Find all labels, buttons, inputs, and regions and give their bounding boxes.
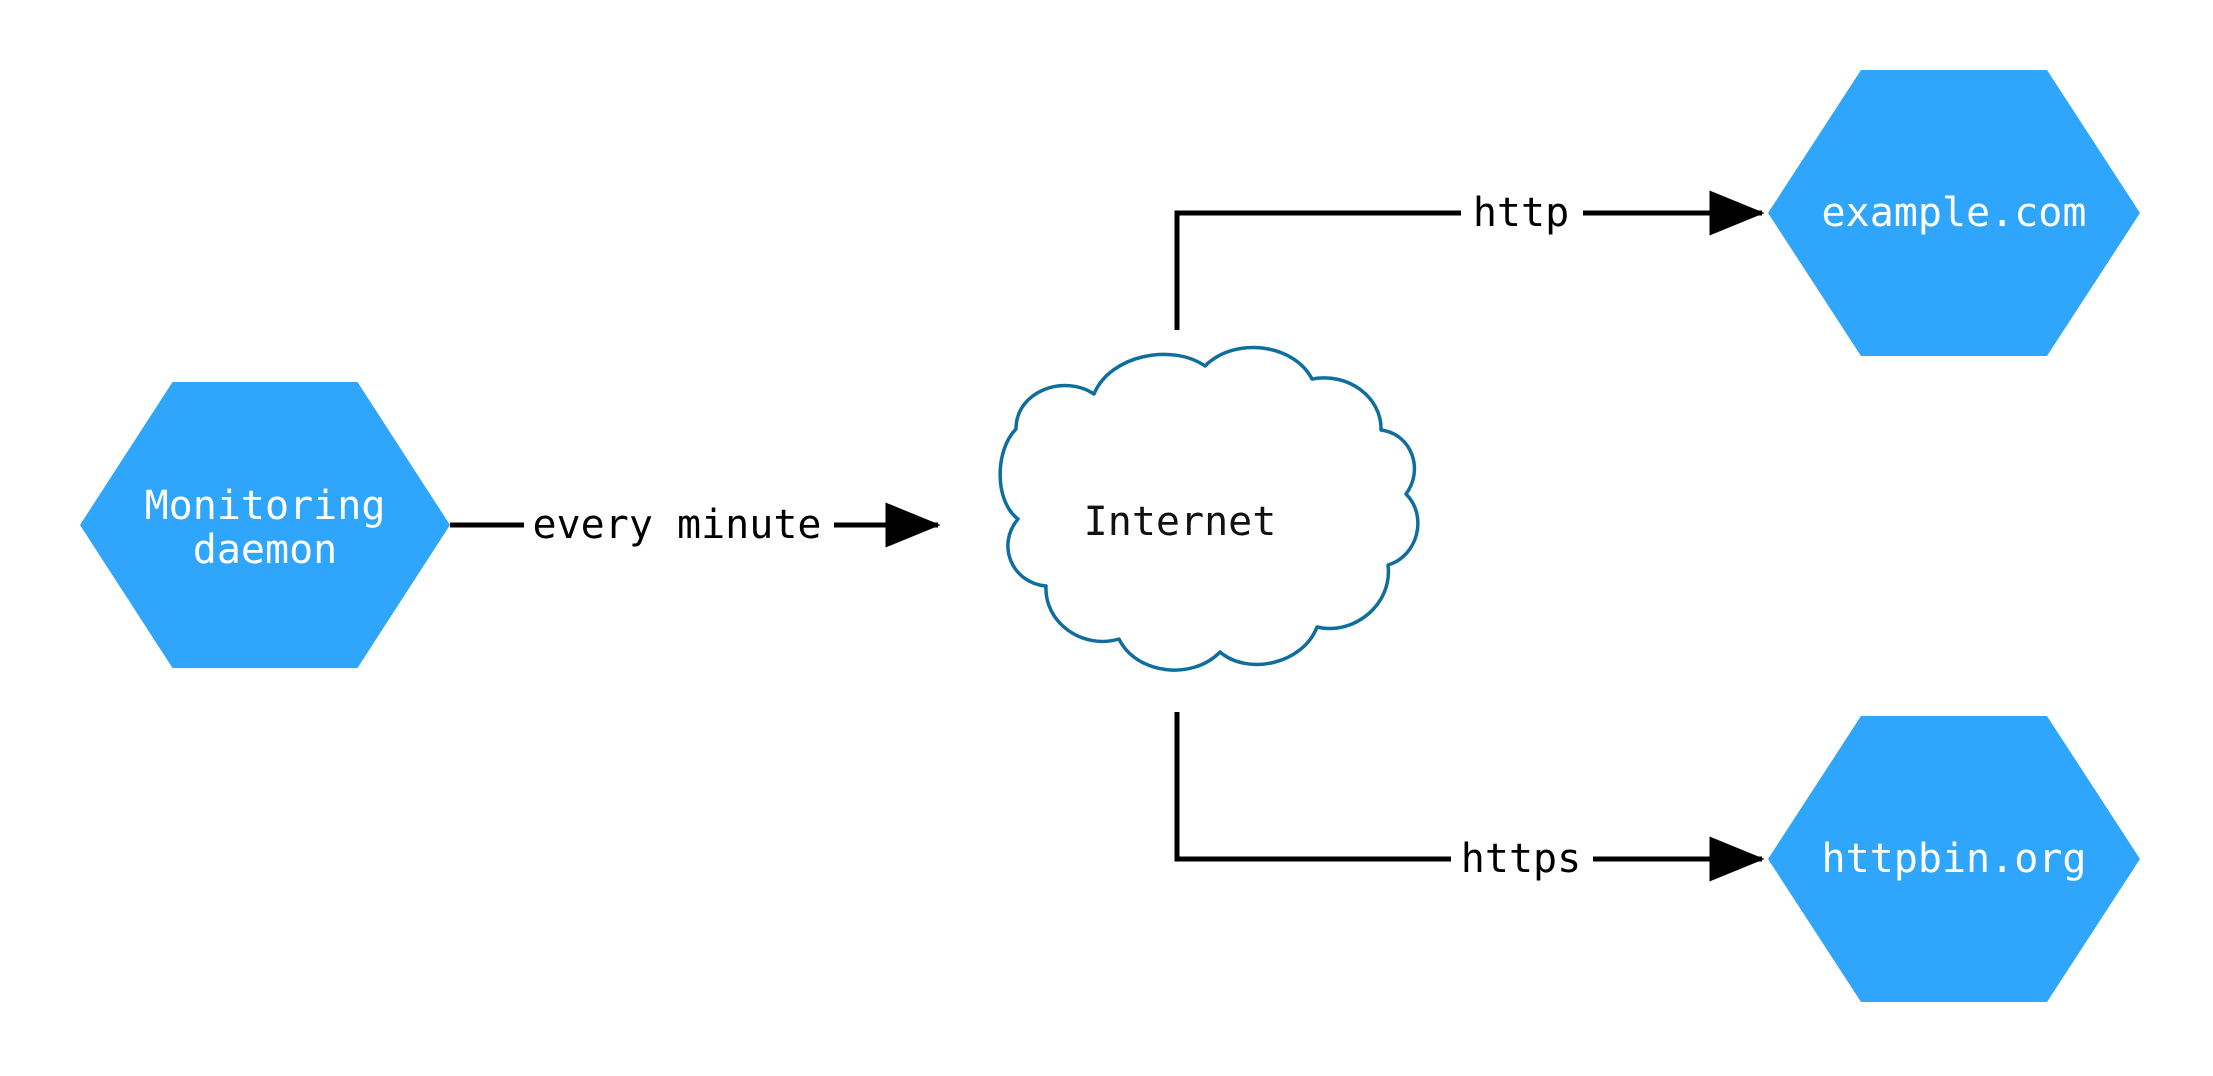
edge-label-every-minute: every minute xyxy=(533,502,822,548)
node-example-com[interactable]: example.com xyxy=(1768,70,2140,356)
edge-label-https: https xyxy=(1461,836,1581,882)
node-label-monitoring-daemon-line2: daemon xyxy=(193,527,338,573)
node-monitoring-daemon[interactable]: Monitoring daemon xyxy=(80,382,450,668)
hexagon-shape-example-com[interactable] xyxy=(1768,70,2140,356)
edge-label-http: http xyxy=(1473,190,1569,236)
edge-daemon-to-internet: every minute xyxy=(450,502,941,548)
node-label-example-com: example.com xyxy=(1822,190,2087,236)
node-httpbin-org[interactable]: httpbin.org xyxy=(1768,716,2140,1002)
node-label-monitoring-daemon-line1: Monitoring xyxy=(145,483,386,529)
hexagon-shape-httpbin-org[interactable] xyxy=(1768,716,2140,1002)
edge-internet-to-httpbin: https xyxy=(1174,712,1765,882)
node-label-internet: Internet xyxy=(1084,499,1277,545)
node-internet[interactable]: Internet xyxy=(998,345,1420,672)
cloud-shape-internet[interactable] xyxy=(998,345,1420,672)
edge-elbow-http xyxy=(1174,210,1461,330)
edge-elbow-https xyxy=(1174,712,1451,862)
hexagon-shape-monitoring-daemon[interactable] xyxy=(80,382,450,668)
edge-internet-to-example: http xyxy=(1174,190,1765,330)
node-label-httpbin-org: httpbin.org xyxy=(1822,836,2087,882)
